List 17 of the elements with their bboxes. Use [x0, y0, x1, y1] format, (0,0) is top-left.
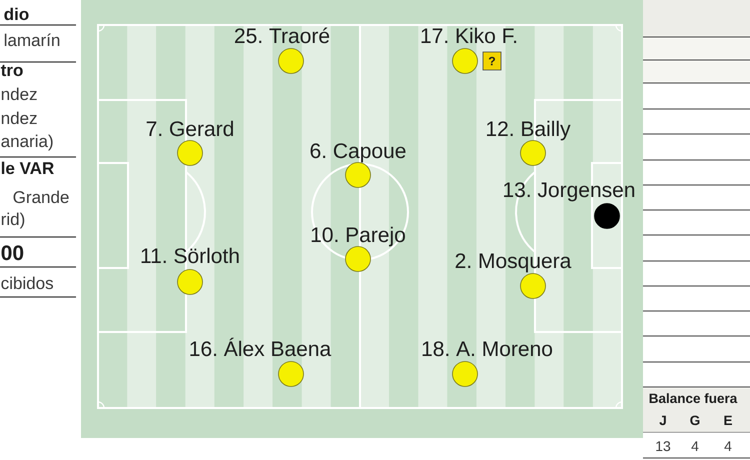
- table-header-cell: J: [643, 409, 679, 432]
- table-cell: 4: [691, 441, 698, 451]
- table-header-cell: G: [679, 409, 711, 432]
- info-text: ndez: [2, 88, 37, 100]
- info-text: cibidos: [1, 276, 53, 290]
- info-text: lamarín: [4, 33, 60, 46]
- info-heading: dio: [4, 8, 29, 20]
- info-heading: tro: [0, 64, 23, 76]
- table-cell: 4: [724, 441, 732, 451]
- info-text: ndez: [2, 112, 37, 124]
- info-figure: 00: [2, 245, 24, 260]
- info-text: Grande: [14, 190, 69, 204]
- table-cell: 13: [656, 441, 670, 452]
- info-text: rid): [2, 212, 24, 228]
- table-header-cell: E: [711, 409, 750, 432]
- info-text: anaria): [1, 134, 53, 150]
- info-heading: le VAR: [2, 162, 54, 174]
